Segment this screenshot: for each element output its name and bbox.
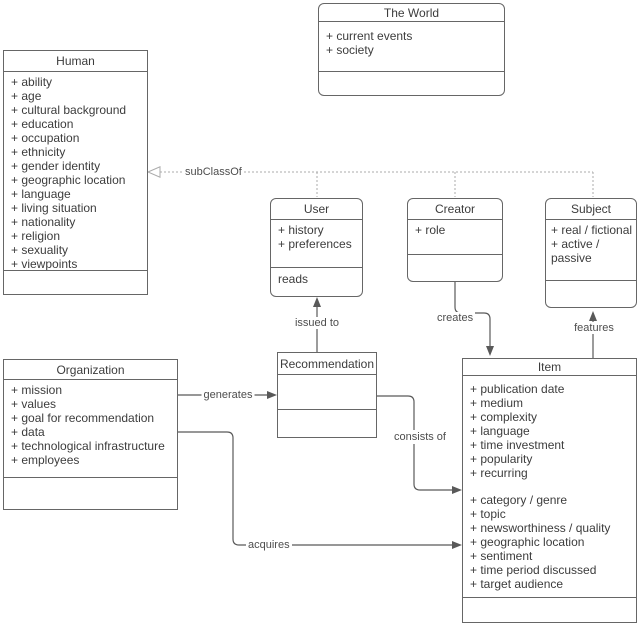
generates-arrowhead: [267, 391, 277, 399]
class-user-operations: reads: [271, 267, 362, 296]
class-member: + data: [11, 425, 45, 439]
class-member: + education: [11, 117, 74, 131]
class-recommendation-attributes: [278, 375, 376, 410]
class-member: + cultural background: [11, 103, 127, 117]
class-user-title: User: [271, 199, 362, 220]
class-member: + society: [326, 43, 374, 57]
class-human[interactable]: Human + ability+ age+ cultural backgroun…: [3, 50, 148, 295]
class-member: + publication date: [470, 382, 565, 396]
acquires-edge-label: acquires: [246, 539, 292, 551]
creates-arrowhead: [486, 346, 494, 356]
class-creator-operations: [408, 254, 502, 281]
class-creator-attributes: + role: [408, 220, 502, 254]
class-member: + goal for recommendation: [11, 411, 155, 425]
class-member: + popularity: [470, 452, 533, 466]
class-human-operations: [4, 270, 147, 294]
class-the-world-title: The World: [319, 4, 504, 22]
class-member: + time investment: [470, 438, 565, 452]
class-member: + preferences: [278, 237, 352, 251]
class-organization-attributes: + mission+ values+ goal for recommendati…: [4, 380, 177, 477]
features-edge-label: features: [572, 322, 616, 334]
class-member: + sexuality: [11, 243, 69, 257]
class-member: + nationality: [11, 215, 76, 229]
class-member: + geographic location: [470, 535, 585, 549]
creates-edge-label: creates: [435, 312, 476, 324]
class-member: + ability: [11, 75, 53, 89]
class-item-attributes: + publication date+ medium+ complexity+ …: [463, 376, 636, 597]
class-member: + newsworthiness / quality: [470, 521, 611, 535]
class-creator[interactable]: Creator + role: [407, 198, 503, 282]
subclassof-hollow-arrowhead: [146, 166, 161, 178]
class-member: + category / genre: [470, 493, 568, 507]
features-arrowhead: [589, 311, 597, 321]
class-user[interactable]: User + history+ preferences reads: [270, 198, 363, 297]
class-the-world-operations: [319, 71, 504, 95]
class-member: + employees: [11, 453, 80, 467]
class-member: + recurring: [470, 466, 528, 480]
class-member: + time period discussed: [470, 563, 597, 577]
class-recommendation[interactable]: Recommendation: [277, 352, 377, 438]
class-member: + language: [470, 424, 530, 438]
class-the-world[interactable]: The World + current events+ society: [318, 3, 505, 96]
subclassof-edge-label: subClassOf: [183, 166, 244, 178]
class-subject-attributes: + real / fictional+ active / passive: [546, 220, 636, 280]
class-member: + gender identity: [11, 159, 101, 173]
class-member: + real / fictional: [551, 223, 633, 237]
item-attribute-group-secondary: + category / genre+ topic+ newsworthines…: [470, 493, 633, 591]
class-recommendation-title: Recommendation: [278, 353, 376, 375]
class-member: + complexity: [470, 410, 538, 424]
class-human-attributes: + ability+ age+ cultural background+ edu…: [4, 72, 147, 270]
class-member: + history: [278, 223, 324, 237]
class-member: + sentiment: [470, 549, 533, 563]
item-attribute-group-primary: + publication date+ medium+ complexity+ …: [470, 382, 633, 480]
issued-to-edge-label: issued to: [292, 317, 342, 329]
class-member: + geographic location: [11, 173, 126, 187]
class-member: + current events: [326, 29, 413, 43]
class-member: + mission: [11, 383, 63, 397]
class-member: + age: [11, 89, 42, 103]
class-member: + topic: [470, 507, 506, 521]
class-human-title: Human: [4, 51, 147, 72]
class-member: + ethnicity: [11, 145, 66, 159]
class-user-attributes: + history+ preferences: [271, 220, 362, 267]
class-member: + technological infrastructure: [11, 439, 165, 453]
class-member: + occupation: [11, 131, 80, 145]
class-recommendation-operations: [278, 410, 376, 437]
class-member: + medium: [470, 396, 524, 410]
acquires-edge: [178, 431, 453, 546]
class-the-world-attributes: + current events+ society: [319, 22, 504, 71]
class-organization-operations: [4, 477, 177, 509]
class-item-title: Item: [463, 359, 636, 376]
class-member: + viewpoints: [11, 257, 78, 270]
class-item-operations: [463, 597, 636, 622]
class-subject-operations: [546, 280, 636, 307]
class-member: + language: [11, 187, 71, 201]
generates-edge-label: generates: [201, 389, 255, 401]
class-creator-title: Creator: [408, 199, 502, 220]
class-subject-title: Subject: [546, 199, 636, 220]
class-member: + active / passive: [551, 237, 600, 265]
acquires-arrowhead: [452, 541, 462, 549]
class-member: + role: [415, 223, 446, 237]
consists-of-arrowhead: [452, 486, 462, 494]
class-member: + target audience: [470, 577, 564, 591]
item-attribute-gap: [470, 480, 633, 493]
class-member: + values: [11, 397, 57, 411]
issued-to-arrowhead: [313, 297, 321, 307]
class-member: reads: [278, 272, 309, 286]
class-organization-title: Organization: [4, 360, 177, 380]
class-item[interactable]: Item + publication date+ medium+ complex…: [462, 358, 637, 623]
class-member: + religion: [11, 229, 61, 243]
class-organization[interactable]: Organization + mission+ values+ goal for…: [3, 359, 178, 510]
class-member: + living situation: [11, 201, 97, 215]
consists-of-edge-label: consists of: [392, 430, 448, 444]
class-subject[interactable]: Subject + real / fictional+ active / pas…: [545, 198, 637, 308]
